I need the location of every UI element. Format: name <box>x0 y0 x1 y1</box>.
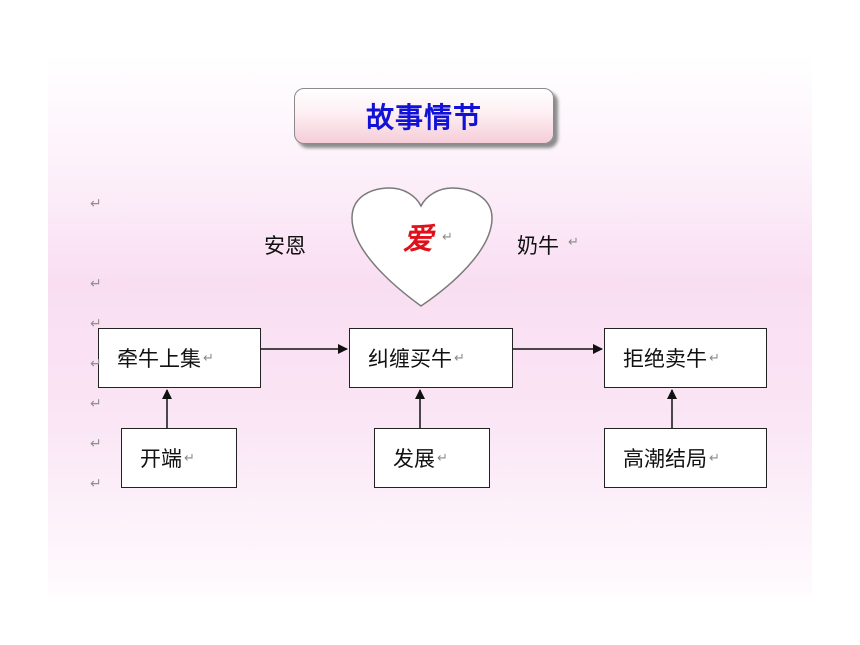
event-label-3: 拒绝卖牛 <box>623 347 707 371</box>
event-label-2: 纠缠买牛 <box>368 347 452 371</box>
slide-background <box>48 56 812 596</box>
diagram-title: 故事情节 <box>365 101 482 134</box>
heart-shape <box>351 187 493 307</box>
stage-box-1: 开端 ↵ <box>121 428 237 488</box>
event-box-2: 纠缠买牛 ↵ <box>349 328 513 388</box>
paragraph-mark: ↵ <box>90 476 102 492</box>
return-mark: ↵ <box>709 350 720 366</box>
return-mark: ↵ <box>709 450 720 466</box>
event-box-1: 牵牛上集 ↵ <box>98 328 261 388</box>
event-box-3: 拒绝卖牛 ↵ <box>604 328 767 388</box>
return-mark: ↵ <box>454 350 465 366</box>
event-label-1: 牵牛上集 <box>117 347 201 371</box>
stage-box-3: 高潮结局 ↵ <box>604 428 767 488</box>
return-mark: ↵ <box>203 350 214 366</box>
paragraph-mark: ↵ <box>90 196 102 212</box>
label-anen: 安恩 <box>264 234 306 258</box>
label-cow: 奶牛 <box>517 234 559 258</box>
stage-box-2: 发展 ↵ <box>374 428 490 488</box>
return-mark: ↵ <box>568 235 579 250</box>
title-box: 故事情节 <box>294 88 554 144</box>
stage-label-2: 发展 <box>393 447 435 471</box>
stage-label-3: 高潮结局 <box>623 447 707 471</box>
paragraph-mark: ↵ <box>90 316 102 332</box>
heart-label: 爱 <box>403 222 433 257</box>
paragraph-mark: ↵ <box>90 276 102 292</box>
return-mark: ↵ <box>437 450 448 466</box>
return-mark: ↵ <box>184 450 195 466</box>
paragraph-mark: ↵ <box>90 356 102 372</box>
return-mark: ↵ <box>442 230 453 245</box>
stage-label-1: 开端 <box>140 447 182 471</box>
paragraph-mark: ↵ <box>90 396 102 412</box>
paragraph-mark: ↵ <box>90 436 102 452</box>
